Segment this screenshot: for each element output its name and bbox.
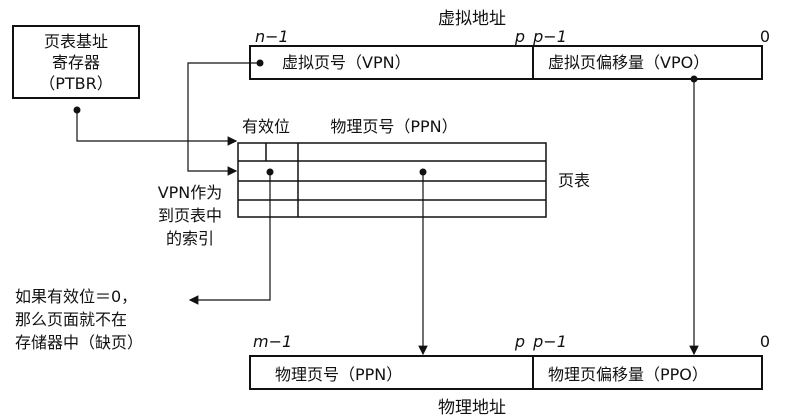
virtual-address-title: 虚拟地址 — [438, 9, 506, 29]
vpo-label: 虚拟页偏移量（VPO） — [548, 53, 709, 72]
miss-note-line-3: 存储器中（缺页） — [15, 333, 143, 352]
physical-bit-left-label: m−1 — [253, 332, 292, 351]
valid-bit-miss-arrow — [188, 172, 271, 305]
virtual-bit-left-label: n−1 — [255, 27, 289, 46]
ppn-column-header: 物理页号（PPN） — [330, 117, 457, 136]
ptbr-box — [12, 25, 140, 99]
virtual-bit-p-label: p — [514, 27, 525, 46]
physical-ppo-label: 物理页偏移量（PPO） — [548, 365, 708, 384]
virtual-bit-zero-label: 0 — [760, 27, 770, 46]
vpn-index-arrow — [187, 62, 260, 176]
page-table-box — [237, 142, 547, 218]
page-table-side-label: 页表 — [558, 171, 590, 190]
virtual-bit-p-minus-label: p−1 — [532, 27, 567, 46]
ptbr-line-1: 页表基址 — [44, 32, 108, 51]
ptbr-line-2: 寄存器 — [52, 53, 100, 72]
ptbr-line-3: （PTBR） — [39, 74, 113, 93]
physical-bit-zero-label: 0 — [760, 332, 770, 351]
vpn-index-note-line-3: 的索引 — [166, 229, 214, 248]
physical-bit-p-label: p — [514, 332, 525, 351]
physical-address-box — [249, 355, 763, 390]
vpn-index-note-line-1: VPN作为 — [158, 183, 223, 202]
physical-ppn-label: 物理页号（PPN） — [275, 365, 402, 384]
vpn-index-note-line-2: 到页表中 — [158, 206, 222, 225]
ptbr-to-page-table-arrow — [76, 110, 238, 146]
miss-note-line-2: 那么页面就不在 — [15, 310, 127, 329]
valid-bit-header: 有效位 — [242, 117, 290, 136]
physical-address-title: 物理地址 — [438, 398, 506, 418]
physical-bit-p-minus-label: p−1 — [532, 332, 567, 351]
miss-note-line-1: 如果有效位＝0， — [15, 287, 137, 306]
vpn-label: 虚拟页号（VPN） — [282, 53, 411, 72]
